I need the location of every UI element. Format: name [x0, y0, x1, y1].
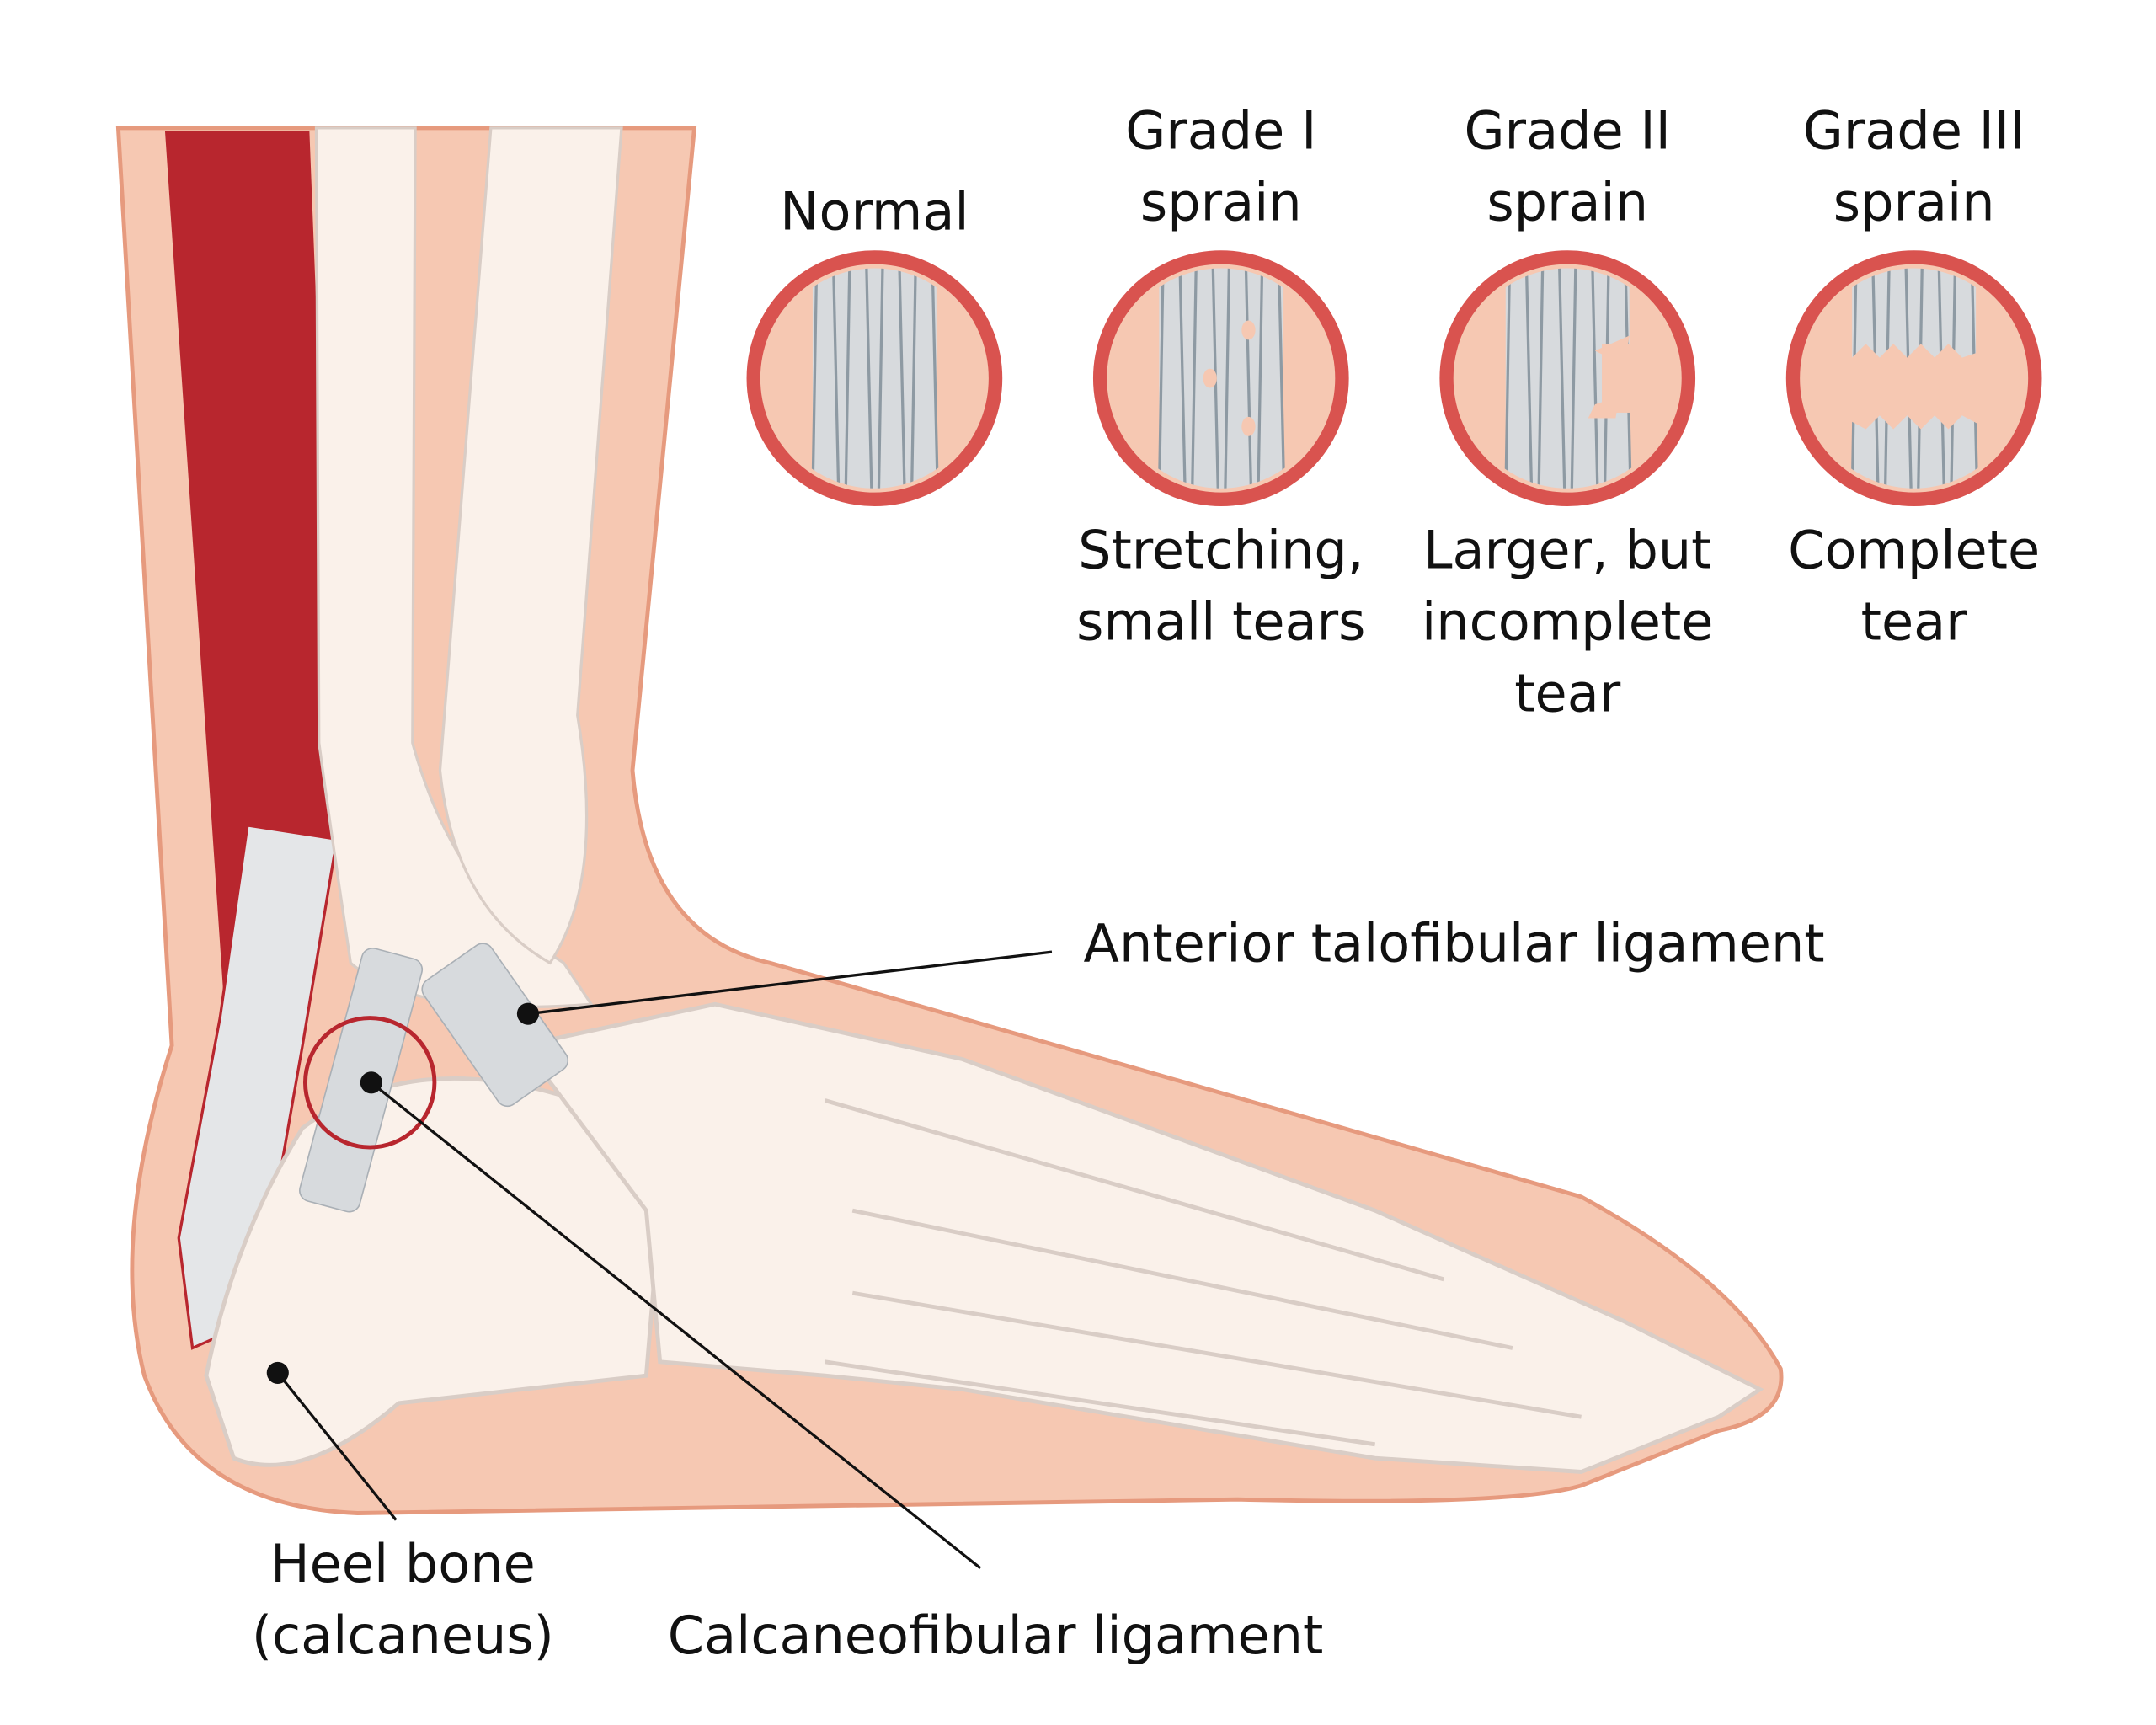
grade-title: Grade II: [1464, 99, 1670, 161]
highlight-ring: [303, 1016, 437, 1150]
grade-title: sprain: [1486, 171, 1648, 232]
cf-dot: [360, 1071, 382, 1094]
label-calcaneofibular: Calcaneofibular ligament: [668, 1605, 1324, 1666]
grade-title: sprain: [1833, 171, 1995, 232]
label-anterior-talofibular: Anterior talofibular ligament: [1084, 913, 1825, 975]
ligament-fibers: [811, 268, 940, 489]
ligament-fibers: [1504, 268, 1644, 489]
grade-caption: tear: [1861, 590, 1968, 652]
grade-caption: incomplete: [1422, 590, 1713, 652]
fibula: [438, 126, 623, 965]
grade-title: Grade I: [1125, 99, 1316, 161]
grade-0: Normal: [746, 181, 1003, 507]
metatarsal-lines: [824, 1098, 1582, 1447]
leader-lines: [276, 950, 1053, 1570]
foot-illustration: [115, 126, 1784, 1515]
grade-title: sprain: [1140, 171, 1302, 232]
ligament-fibers: [1157, 268, 1286, 489]
atf-dot: [516, 1002, 539, 1025]
grade-caption: Larger, but: [1423, 519, 1712, 580]
grade-title: Normal: [780, 181, 969, 243]
ligament-fibers: [1831, 268, 1983, 489]
label-calcaneus: (calcaneus): [252, 1605, 554, 1666]
grade-caption: tear: [1514, 662, 1621, 724]
heel-dot: [266, 1361, 289, 1384]
grade-title: Grade III: [1803, 99, 2025, 161]
anterior-talofibular-ligament: [421, 943, 569, 1108]
label-heel-bone: Heel bone: [270, 1533, 536, 1594]
grade-caption: small tears: [1076, 590, 1365, 652]
grade-caption: Complete: [1788, 519, 2040, 580]
grade-caption: Stretching,: [1078, 519, 1364, 580]
midfoot-bones: [519, 1001, 1764, 1474]
